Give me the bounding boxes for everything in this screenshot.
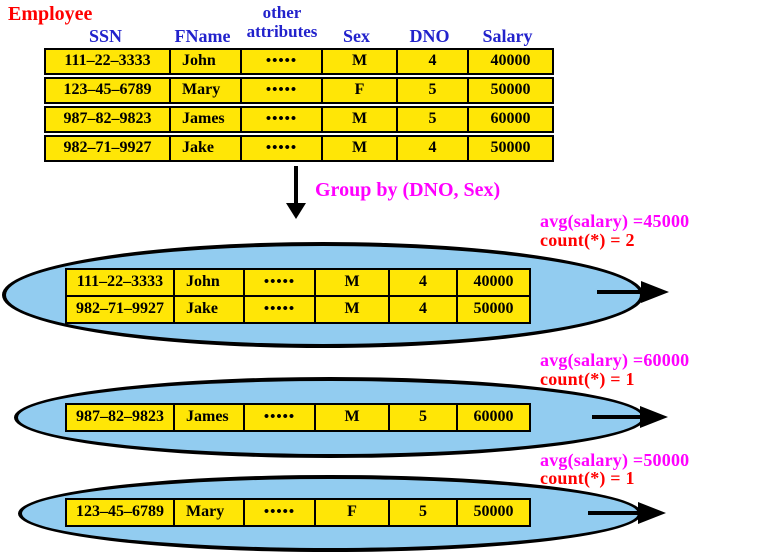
cell-dno: 4 (396, 137, 467, 160)
cell-dno: 5 (396, 79, 467, 102)
group-row: 982–71–9927 Jake ••••• M 4 50000 (65, 295, 531, 324)
cell-sex: M (314, 297, 388, 322)
down-arrow-head-icon (286, 203, 306, 219)
cell-sex: M (321, 108, 396, 131)
cell-attributes: ••••• (240, 137, 321, 160)
cell-ssn: 982–71–9927 (63, 139, 152, 156)
cell-dno: 5 (388, 500, 456, 525)
cell-salary: 50000 (467, 79, 552, 102)
group-arrow-head-icon (638, 502, 666, 524)
cell-salary: 60000 (467, 108, 552, 131)
cell-attributes: ••••• (240, 79, 321, 102)
cell-attributes: ••••• (243, 270, 314, 295)
avg-salary-label: avg(salary) =45000 (540, 211, 690, 231)
avg-salary-label: avg(salary) =50000 (540, 450, 690, 470)
relation-title: Employee (8, 3, 93, 25)
cell-dno: 5 (388, 405, 456, 430)
cell-salary: 40000 (456, 270, 529, 295)
group-row: 987–82–9823 James ••••• M 5 60000 (65, 403, 531, 432)
count-label: count(*) = 2 (540, 230, 635, 250)
cell-salary: 40000 (467, 50, 552, 73)
header-ssn: SSN (88, 26, 123, 46)
cell-dno: 4 (388, 297, 456, 322)
cell-fname: James (173, 405, 243, 430)
cell-fname: Mary (173, 500, 243, 525)
cell-ssn: 987–82–9823 (63, 110, 152, 127)
cell-ssn: 111–22–3333 (64, 52, 151, 69)
cell-attributes: ••••• (243, 500, 314, 525)
cell-attributes: ••••• (240, 50, 321, 73)
group-row: 123–45–6789 Mary ••••• F 5 50000 (65, 498, 531, 527)
employee-row: 982–71–9927 Jake ••••• M 4 50000 (44, 135, 554, 162)
cell-fname: Jake (169, 137, 240, 160)
group-arrow-line (592, 415, 642, 419)
count-label: count(*) = 1 (540, 369, 635, 389)
cell-dno: 4 (396, 50, 467, 73)
cell-dno: 4 (388, 270, 456, 295)
cell-fname: Mary (169, 79, 240, 102)
cell-salary: 50000 (467, 137, 552, 160)
cell-ssn: 123–45–6789 (76, 503, 164, 520)
header-dno: DNO (409, 26, 450, 46)
group-row: 111–22–3333 John ••••• M 4 40000 (65, 268, 531, 297)
cell-salary: 50000 (456, 500, 529, 525)
cell-salary: 60000 (456, 405, 529, 430)
employee-row: 123–45–6789 Mary ••••• F 5 50000 (44, 77, 554, 104)
cell-fname: Jake (173, 297, 243, 322)
cell-salary: 50000 (456, 297, 529, 322)
cell-sex: M (321, 50, 396, 73)
down-arrow-line (294, 166, 298, 206)
cell-fname: John (173, 270, 243, 295)
header-other-line2: attributes (246, 22, 318, 41)
cell-sex: M (314, 270, 388, 295)
header-other-line1: other (262, 3, 302, 22)
cell-attributes: ••••• (240, 108, 321, 131)
group-arrow-line (588, 511, 640, 515)
avg-salary-label: avg(salary) =60000 (540, 350, 690, 370)
header-salary: Salary (482, 26, 533, 46)
cell-sex: M (314, 405, 388, 430)
cell-sex: M (321, 137, 396, 160)
cell-dno: 5 (396, 108, 467, 131)
group-arrow-head-icon (641, 281, 669, 303)
employee-row: 111–22–3333 John ••••• M 4 40000 (44, 48, 554, 75)
cell-ssn: 111–22–3333 (76, 273, 164, 290)
cell-fname: James (169, 108, 240, 131)
header-other-attributes: other attributes (228, 3, 336, 41)
header-fname: FName (174, 26, 231, 46)
employee-row: 987–82–9823 James ••••• M 5 60000 (44, 106, 554, 133)
header-sex: Sex (343, 26, 370, 46)
group-arrow-head-icon (640, 406, 668, 428)
cell-ssn: 982–71–9927 (76, 300, 164, 317)
cell-ssn: 987–82–9823 (76, 408, 164, 425)
cell-attributes: ••••• (243, 405, 314, 430)
cell-ssn: 123–45–6789 (63, 81, 152, 98)
cell-sex: F (321, 79, 396, 102)
group-arrow-line (597, 290, 643, 294)
count-label: count(*) = 1 (540, 468, 635, 488)
group-by-label: Group by (DNO, Sex) (315, 179, 501, 201)
cell-attributes: ••••• (243, 297, 314, 322)
cell-fname: John (169, 50, 240, 73)
cell-sex: F (314, 500, 388, 525)
